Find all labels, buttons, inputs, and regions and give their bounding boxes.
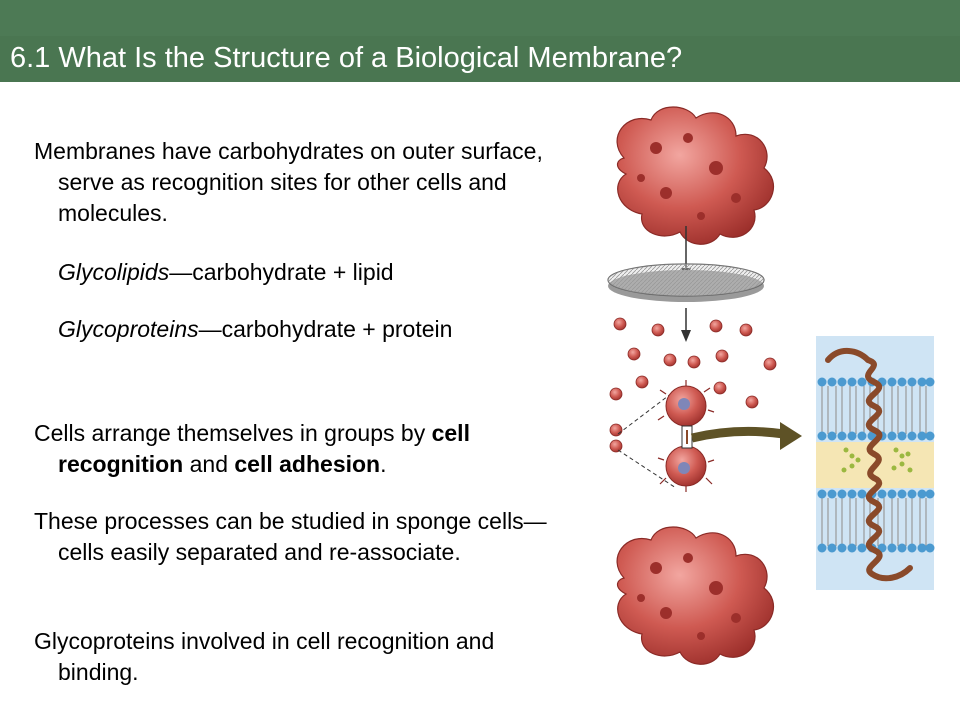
paragraph-glycoproteins-binding: Glycoproteins involved in cell recogniti… xyxy=(34,628,495,685)
sieve-disc xyxy=(607,263,765,302)
paragraph-cell-recognition-mid: and xyxy=(183,451,235,477)
sponge-aggregate-top xyxy=(616,106,775,245)
membrane-cross-section xyxy=(816,336,935,590)
paragraph-cell-recognition-post: . xyxy=(380,451,387,477)
adhering-cells xyxy=(617,380,715,492)
curved-arrow-icon xyxy=(690,422,802,450)
glycolipids-line: Glycolipids—carbohydrate + lipid xyxy=(34,257,558,288)
paragraph-cell-recognition: Cells arrange themselves in groups by ce… xyxy=(34,418,558,480)
paragraph-cell-recognition-pre: Cells arrange themselves in groups by xyxy=(34,420,432,446)
glycolipids-definition: —carbohydrate + lipid xyxy=(169,259,394,285)
carbohydrate-chains xyxy=(841,447,913,473)
title-bar-top-strip xyxy=(0,0,960,36)
arrow-down-icon xyxy=(681,308,691,342)
lipid-bilayer-upper xyxy=(817,377,935,441)
paragraph-sponge-cells: These processes can be studied in sponge… xyxy=(34,508,547,565)
glycoprotein-helix xyxy=(825,348,913,582)
glycoproteins-definition: —carbohydrate + protein xyxy=(198,316,453,342)
sponge-cell-figure xyxy=(607,106,935,665)
dissociated-cells xyxy=(609,317,777,453)
glycoproteins-term: Glycoproteins xyxy=(58,316,199,342)
glycoproteins-line: Glycoproteins—carbohydrate + protein xyxy=(34,314,558,345)
title-bar: 6.1 What Is the Structure of a Biologica… xyxy=(0,0,960,82)
glycolipids-term: Glycolipids xyxy=(58,259,170,285)
paragraph-membrane-carbohydrates: Membranes have carbohydrates on outer su… xyxy=(34,138,543,226)
term-cell-adhesion: cell adhesion xyxy=(234,451,381,477)
slide-title: 6.1 What Is the Structure of a Biologica… xyxy=(10,42,683,74)
sponge-aggregate-bottom xyxy=(616,526,775,665)
term-cell-recognition: cell recognition xyxy=(58,420,470,477)
